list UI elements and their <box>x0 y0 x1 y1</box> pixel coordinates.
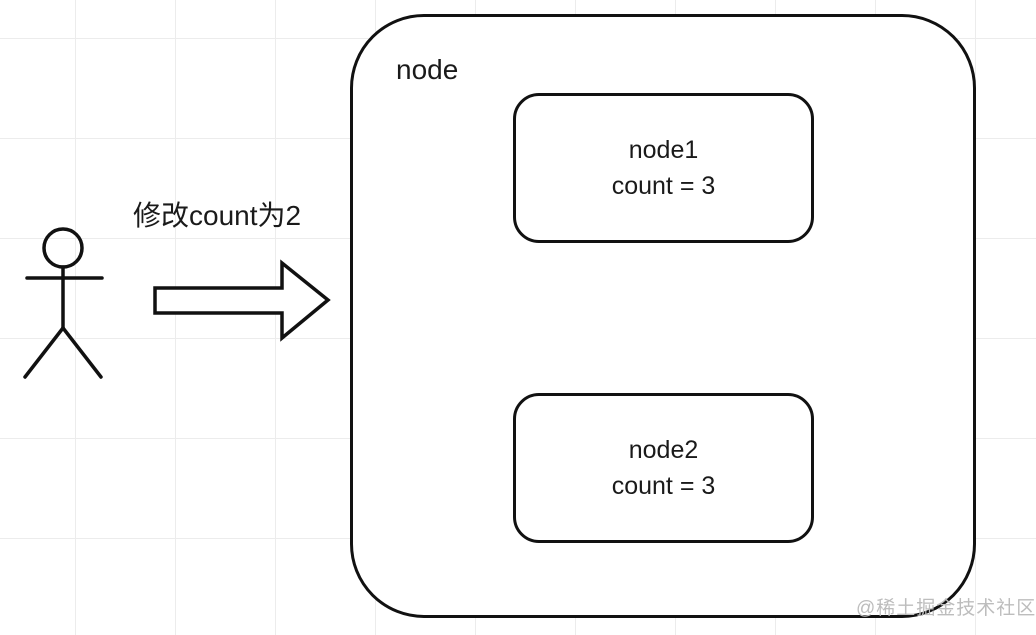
node2-box: node2 count = 3 <box>513 393 814 543</box>
arrow-label: 修改count为2 <box>133 200 302 231</box>
node-container-label: node <box>396 54 459 85</box>
node-container: node node1 count = 3 node2 count = 3 <box>350 14 976 618</box>
node2-title: node2 <box>628 436 699 464</box>
watermark: @稀土掘金技术社区 <box>856 598 1036 619</box>
node1-title: node1 <box>628 136 699 164</box>
node1-count: count = 3 <box>611 172 716 200</box>
right-arrow-icon <box>153 259 331 342</box>
person-icon <box>23 227 104 379</box>
node2-count: count = 3 <box>611 472 716 500</box>
node1-box: node1 count = 3 <box>513 93 814 243</box>
